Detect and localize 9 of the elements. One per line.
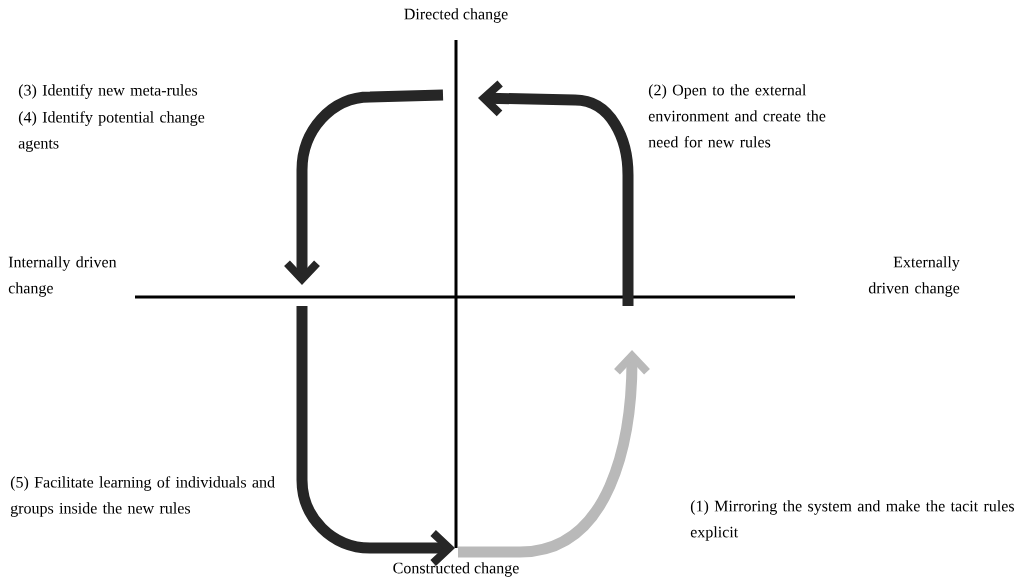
axis-label: Internally driven change: [8, 256, 117, 297]
axis-label: Directed change: [404, 8, 508, 23]
step-text: (2) Open to the external environment and create the need for new rules: [648, 84, 826, 148]
step-text: (5) Facilitate learning of individuals and groups inside the new rules: [10, 476, 275, 517]
axis-label: Constructed change: [393, 562, 519, 577]
step-text: (4) Identify potential change agents: [18, 111, 205, 152]
step-text: (3) Identify new meta-rules: [18, 84, 198, 99]
step-text: (1) Mirroring the system and make the tacit rules explicit: [690, 500, 1014, 541]
axis-label: Externally driven change: [868, 256, 960, 297]
